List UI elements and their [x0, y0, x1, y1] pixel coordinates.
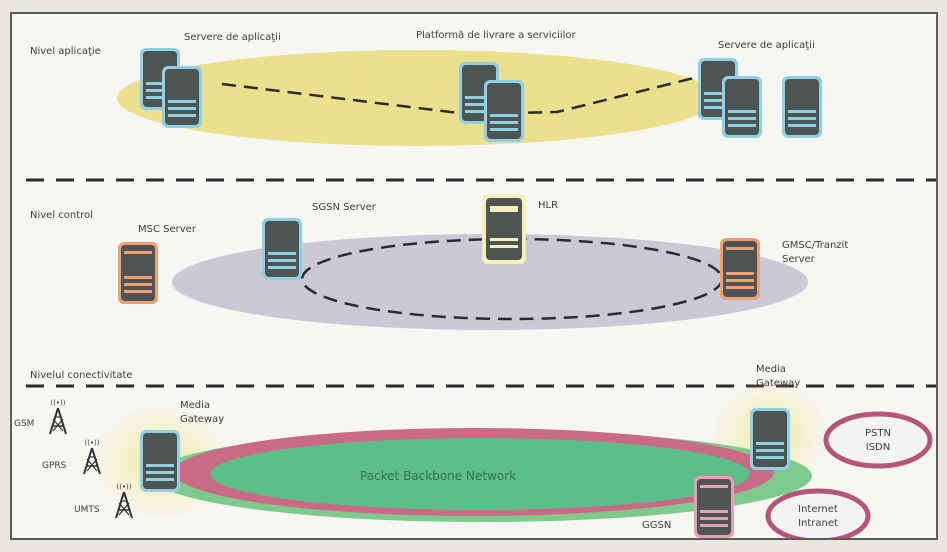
app-server-right-3	[782, 76, 822, 138]
msc-server	[118, 242, 158, 304]
gsm-label: GSM	[14, 419, 35, 429]
gmsc-label-line2: Server	[782, 254, 815, 265]
platform-label: Platformă de livrare a serviciilor	[416, 30, 576, 41]
media-gateway-left-line1: Media	[180, 400, 211, 411]
isdn-label: ISDN	[865, 442, 891, 453]
backbone-green-core	[210, 438, 750, 510]
app-server-right-2	[722, 76, 762, 138]
media-gateway-left-line2: Gateway	[180, 414, 225, 425]
control-layer-ellipse	[172, 234, 808, 330]
gmsc-label-line1: GMSC/Tranzit	[782, 240, 849, 251]
gmsc-server	[720, 238, 760, 300]
internet-label: Internet	[798, 504, 838, 515]
app-servers-left-label: Servere de aplicaţii	[184, 32, 281, 43]
connectivity-layer-title: Nivelul conectivitate	[30, 370, 133, 381]
app-server-left-2	[162, 66, 202, 128]
platform-server-2	[484, 80, 524, 142]
media-gateway-left	[140, 430, 180, 492]
ggsn-label: GGSN	[642, 520, 672, 531]
media-gateway-right-line2: Gateway	[756, 378, 801, 389]
internet-intranet-cloud	[765, 488, 871, 538]
pstn-isdn-cloud	[823, 411, 933, 469]
msc-server-label: MSC Server	[138, 224, 196, 235]
control-layer-title: Nivel control	[30, 210, 93, 221]
hlr-label: HLR	[538, 200, 559, 211]
sgsn-server	[262, 218, 302, 280]
umts-label: UMTS	[74, 505, 100, 515]
network-architecture-diagram: ((•))	[10, 12, 938, 540]
ggsn-server	[694, 476, 734, 538]
backbone-label: Packet Backbone Network	[360, 469, 517, 483]
application-layer-title: Nivel aplicaţie	[30, 46, 101, 57]
app-servers-right-label: Servere de aplicaţii	[718, 40, 815, 51]
sgsn-server-label: SGSN Server	[312, 202, 376, 213]
gprs-label: GPRS	[42, 461, 67, 471]
application-layer-ellipse	[117, 50, 717, 146]
diagram-canvas: ((•))	[26, 48, 936, 538]
media-gateway-right-line1: Media	[756, 364, 787, 375]
gsm-tower-icon	[49, 398, 67, 435]
intranet-label: Intranet	[798, 518, 838, 529]
pstn-label: PSTN	[865, 428, 891, 439]
media-gateway-right	[750, 408, 790, 470]
hlr-server	[482, 194, 526, 264]
